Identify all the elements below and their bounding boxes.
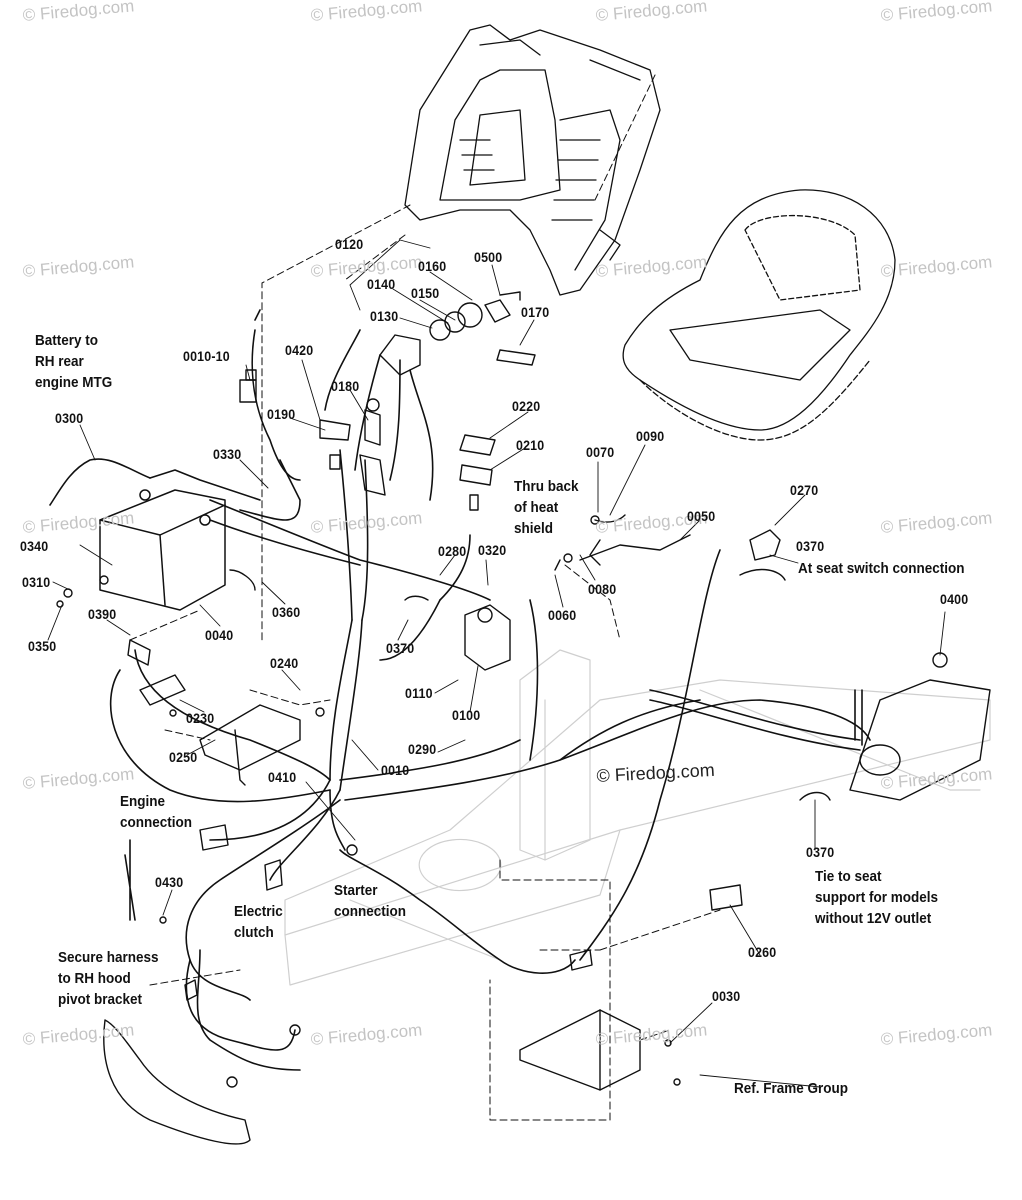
part-label-0070: 0070 [586,445,615,460]
part-label-0360: 0360 [272,605,301,620]
part-label-0280: 0280 [438,544,467,559]
part-label-0210: 0210 [516,438,545,453]
part-label-0010: 0010 [381,763,410,778]
part-label-0350: 0350 [28,639,57,654]
part-label-0400: 0400 [940,592,969,607]
part-label-0500: 0500 [474,250,503,265]
part-label-0030: 0030 [712,989,741,1004]
ignition-switch-illustration [379,291,521,376]
part-label-0240: 0240 [270,656,299,671]
part-label-0300: 0300 [55,411,84,426]
wiring-harness [49,309,871,1071]
note-electric-clutch: Electric clutch [234,903,283,941]
part-label-0290: 0290 [408,742,437,757]
battery-illustration [99,489,226,611]
part-label-0130: 0130 [370,309,399,324]
part-label-0320: 0320 [478,543,507,558]
part-label-0120: 0120 [335,237,364,252]
note-ref-frame-group: Ref. Frame Group [734,1080,849,1097]
part-label-0100: 0100 [452,708,481,723]
frame-outline [284,649,991,986]
note-battery: Battery to RH rear engine MTG [35,332,113,391]
part-label-0420: 0420 [285,343,314,358]
part-label-0080: 0080 [588,582,617,597]
part-label-0090: 0090 [636,429,665,444]
part-label-0010-10: 0010-10 [183,349,230,364]
note-secure-harness: Secure harness to RH hood pivot bracket [58,949,159,1008]
part-label-0180: 0180 [331,379,360,394]
part-label-0340: 0340 [20,539,49,554]
part-label-0310: 0310 [22,575,51,590]
part-label-0170: 0170 [521,305,550,320]
part-label-0050: 0050 [687,509,716,524]
part-label-0110: 0110 [405,686,433,701]
note-starter-connection: Starter connection [334,882,407,920]
part-label-0150: 0150 [411,286,440,301]
part-label-0370-seat-support: 0370 [806,845,835,860]
part-label-0370-seat-switch: 0370 [796,539,825,554]
part-label-0160: 0160 [418,259,447,274]
part-label-0410: 0410 [268,770,297,785]
part-label-0260: 0260 [748,945,777,960]
part-label-0270: 0270 [790,483,819,498]
hood-illustration [404,24,661,296]
note-tie-to-seat: Tie to seat support for models without 1… [815,868,939,927]
components [56,349,991,1145]
note-seat-switch: At seat switch connection [798,560,965,577]
part-label-0190: 0190 [267,407,296,422]
part-label-0230: 0230 [186,711,215,726]
part-label-0220: 0220 [512,399,541,414]
part-label-0250: 0250 [169,750,198,765]
part-label-0040: 0040 [205,628,234,643]
note-engine-connection: Engine connection [120,793,193,831]
part-label-0430: 0430 [155,875,184,890]
part-label-0370-harness: 0370 [386,641,415,656]
part-label-0060: 0060 [548,608,577,623]
part-label-0390: 0390 [88,607,117,622]
part-label-0140: 0140 [367,277,396,292]
note-heat-shield: Thru back of heat shield [514,478,579,537]
reference-lines [129,74,721,1121]
part-label-0330: 0330 [213,447,242,462]
leader-lines [47,239,946,1088]
seat-illustration [622,189,896,441]
